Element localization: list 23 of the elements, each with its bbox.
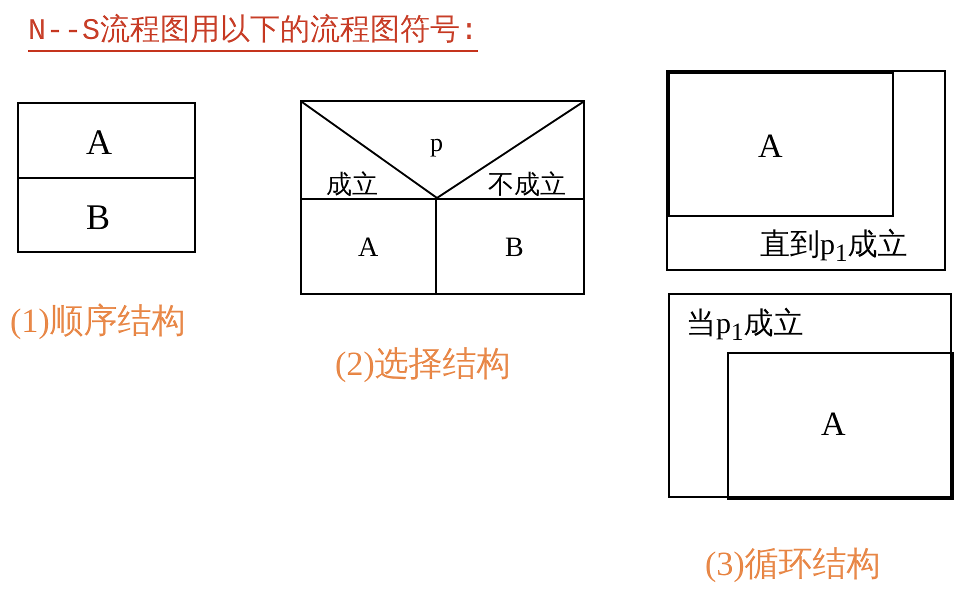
caption-label: (2)选择结构 xyxy=(335,348,511,382)
node-text: A xyxy=(86,124,112,160)
node-text: 当p$_{1}$成立 xyxy=(686,309,804,345)
node-text: A xyxy=(758,130,783,164)
node-text: B xyxy=(505,234,524,262)
caption-label: (1)顺序结构 xyxy=(10,305,186,339)
title: N--S流程图用以下的流程图符号: xyxy=(28,14,478,52)
branch-label: 不成立 xyxy=(488,172,566,198)
loop-box xyxy=(666,70,946,271)
caption-label: (3)循环结构 xyxy=(705,548,881,582)
node-text: B xyxy=(86,199,110,235)
branch-label: 成立 xyxy=(326,172,378,198)
node-text: A xyxy=(358,234,378,262)
process-box xyxy=(668,72,894,217)
process-box xyxy=(727,352,954,500)
process-box xyxy=(435,198,585,295)
process-box xyxy=(17,102,196,179)
process-box xyxy=(17,177,196,253)
node-text: 直到p$_{1}$成立 xyxy=(760,230,908,266)
process-box xyxy=(300,198,437,295)
loop-box xyxy=(668,293,952,498)
condition-text: p xyxy=(430,130,443,156)
node-text: A xyxy=(821,408,846,442)
